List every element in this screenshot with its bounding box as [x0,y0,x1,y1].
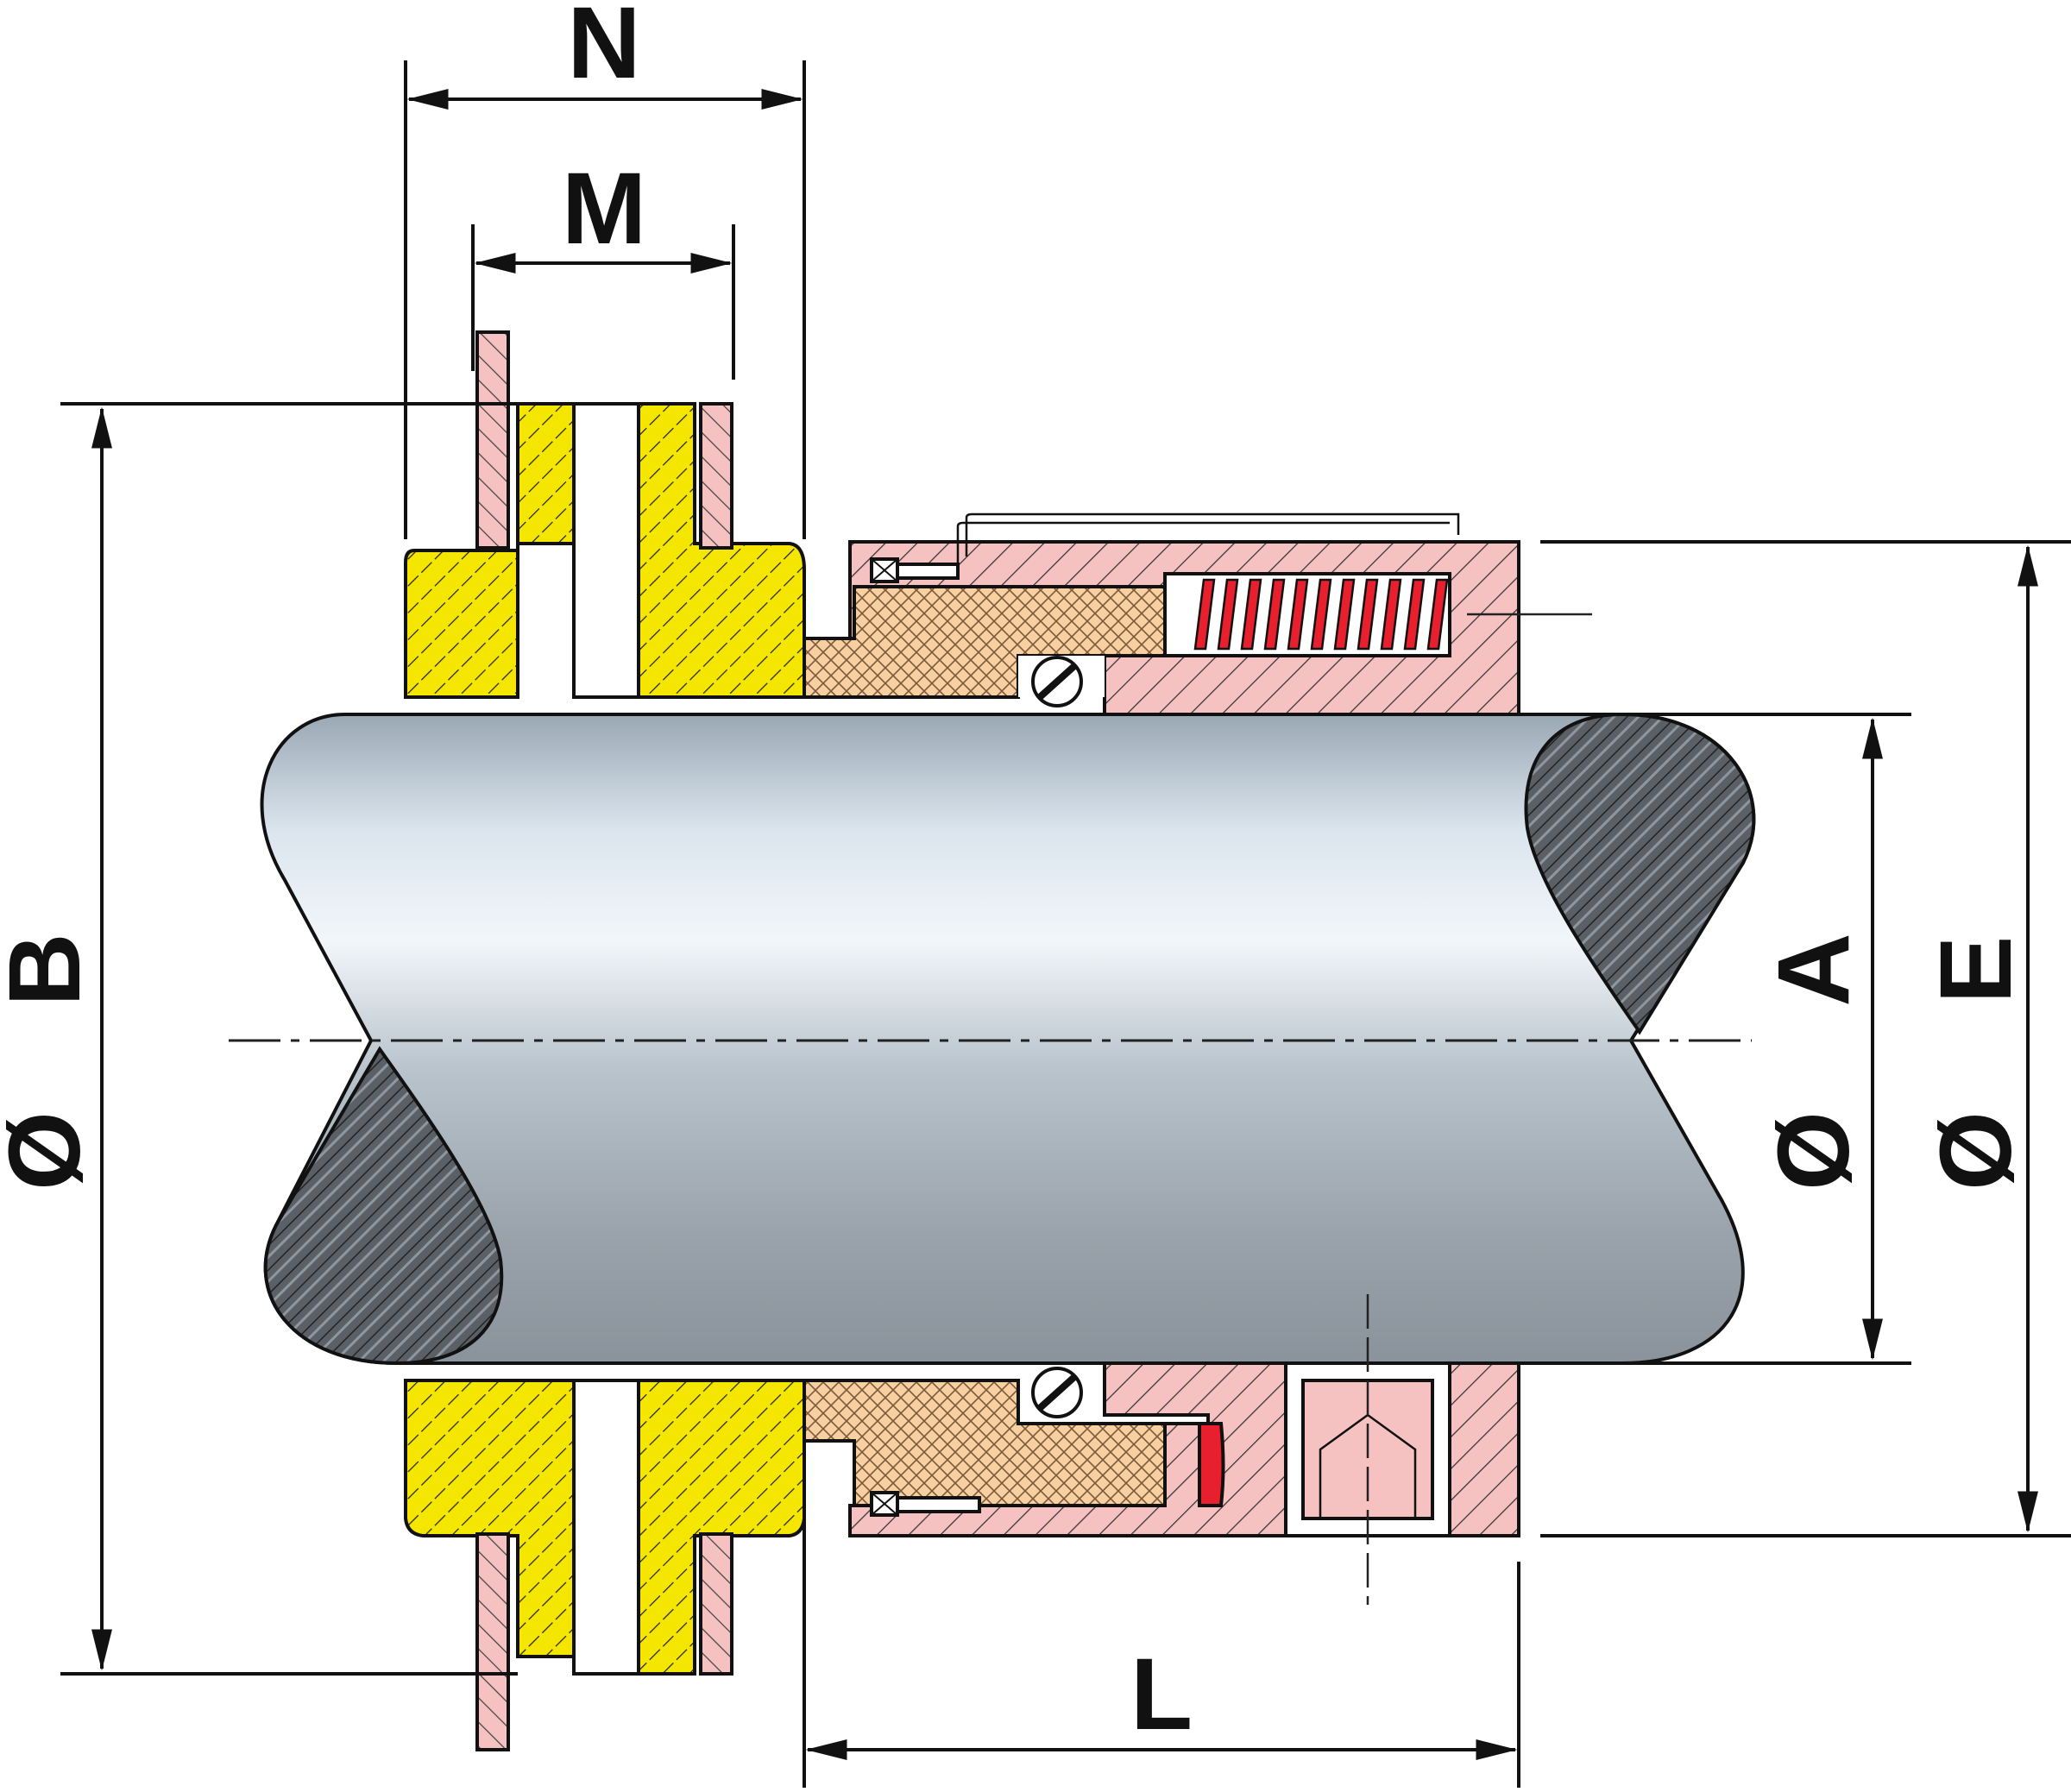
gland-plate-top [404,402,806,699]
spring-coil [1193,578,1216,651]
dim-label-l: L [1130,1638,1193,1751]
spring-coil [1380,578,1402,651]
o-ring-bottom [1031,1367,1083,1418]
shaft-section-icon [1524,712,1756,1035]
gasket-top-right [699,402,733,550]
diameter-symbol-e: Ø [1919,1111,2033,1191]
spring-coil [1240,578,1262,651]
spring-coil [1426,578,1449,651]
spring-coil [1310,578,1332,651]
diameter-symbol-a: Ø [1757,1111,1871,1191]
spring-coil [1333,578,1356,651]
spring-icon [1163,572,1451,657]
spring-coil [1263,578,1286,651]
dimension-lines [60,60,2071,1788]
dim-label-n: N [567,0,640,100]
shaft [229,712,1756,1366]
spring-coil [1287,578,1309,651]
spring-coil [1357,578,1379,651]
spring-coil [1217,578,1239,651]
o-ring-top [1018,656,1105,707]
dim-label-b: B [0,933,102,1006]
gland-plate-bottom [404,1379,806,1676]
rotating-housing-bottom [848,1294,1520,1605]
dim-label-a: A [1757,933,1871,1006]
diameter-symbol-b: Ø [0,1111,102,1191]
gasket-bottom-left [475,1532,510,1751]
dim-label-m: M [562,152,646,266]
spring-coil [1403,578,1426,651]
dim-label-e: E [1919,936,2033,1004]
shaft-section-lower [263,1046,504,1366]
gasket-bottom-right [699,1532,733,1676]
gasket-top-left [475,330,510,550]
